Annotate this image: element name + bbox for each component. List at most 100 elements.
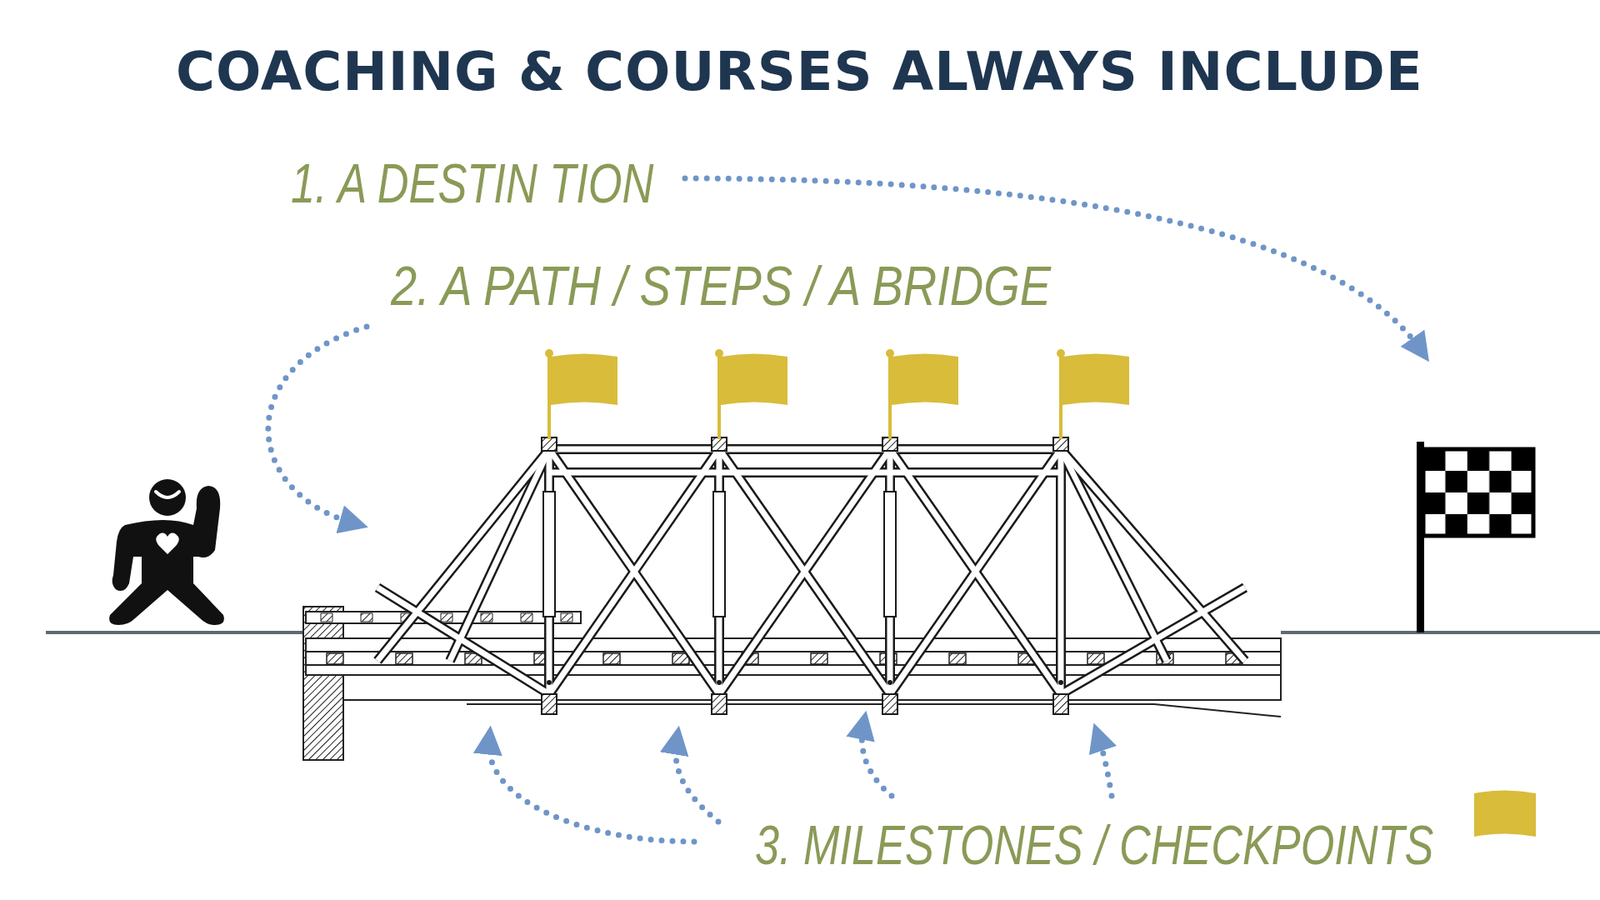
truss-bridge [549,470,1061,476]
truss-bridge [711,437,727,451]
dotted-leader-arrow [675,740,719,822]
step-label: 1. A DESTIN TION [290,151,654,215]
ground-line [45,632,1600,634]
truss-bridge [550,354,618,406]
truss-bridge [547,353,551,440]
truss-bridge [1053,694,1069,715]
truss-bridge [1060,587,1245,695]
truss-bridge [713,491,725,617]
truss-bridge [1087,653,1105,665]
truss-bridge [891,354,959,406]
truss-bridge [360,613,373,622]
truss-bridge [890,449,1061,695]
truss-bridge [1053,437,1069,451]
ground-line [45,630,306,635]
truss-bridge [377,587,550,695]
dotted-leader-arrow [268,326,367,524]
truss-bridge [890,449,1061,695]
truss-bridge [603,653,620,665]
truss-bridge [719,449,890,695]
truss-bridge [716,680,722,685]
truss-bridge [884,491,896,617]
truss-bridge [440,613,453,622]
truss-bridge [549,467,1061,478]
truss-bridge [543,491,555,617]
truss-bridge [549,449,720,695]
truss-bridge [549,444,1061,455]
truss-bridge [1059,353,1063,440]
truss-bridge [1058,444,1065,703]
truss-bridge [1060,449,1245,661]
truss-bridge [1060,587,1245,695]
truss-bridge [719,449,890,695]
truss-bridge [549,446,1061,453]
truss-bridge [885,444,895,703]
truss-bridge [882,437,898,451]
dotted-leader-arrow [268,178,1421,842]
truss-bridge [949,653,966,665]
truss-bridge [303,606,344,760]
step-label: 3. MILESTONES / CHECKPOINTS [755,813,1434,877]
person-icon [109,479,225,625]
truss-bridge [546,680,552,685]
truss-bridge [885,349,895,358]
truss-bridge [560,613,573,622]
truss-bridge [377,449,550,661]
finish-flag [1416,441,1534,633]
truss-bridge [711,694,727,715]
truss-bridge [541,437,557,451]
truss-bridge [303,349,1281,760]
truss-bridge [377,449,550,661]
truss-bridge [1060,449,1167,661]
person-icon [155,533,180,555]
truss-bridge [887,680,893,685]
truss-bridge [715,349,724,358]
finish-flag [1423,449,1534,536]
title: COACHING & COURSES ALWAYS INCLUDE [175,40,1424,103]
dotted-leader-arrow [489,740,695,842]
truss-bridge [882,694,898,715]
truss-bridge [320,613,333,622]
truss-bridge [720,354,788,406]
truss-bridge [719,449,890,695]
truss-bridge [1062,354,1130,406]
truss-bridge [377,587,550,695]
truss-bridge [395,653,413,665]
truss-bridge [545,349,1130,440]
truss-bridge [810,653,828,665]
person-icon [149,479,186,516]
dotted-leader-arrow [861,725,892,796]
truss-bridge [466,704,1281,717]
truss-bridge [549,449,720,695]
truss-bridge [305,664,1281,666]
truss-bridge [480,613,493,622]
truss-bridge [549,449,720,695]
truss-bridge [1056,349,1065,358]
truss-bridge [377,437,1245,715]
truss-bridge [719,449,890,695]
truss-bridge [541,694,557,715]
person-icon [155,491,180,498]
person-icon [109,485,225,625]
truss-bridge [343,675,1281,700]
truss-bridge [890,449,1061,695]
truss-bridge [450,449,550,661]
truss-bridge [544,444,555,703]
truss-bridge [714,444,725,703]
step-label: 2. A PATH / STEPS / A BRIDGE [390,254,1051,318]
truss-bridge [890,449,1061,695]
truss-bridge [1060,449,1245,661]
truss-bridge [545,349,554,358]
truss-bridge [326,653,344,665]
truss-bridge [1058,680,1064,685]
truss-bridge [520,613,533,622]
truss-bridge [888,353,892,440]
truss-bridge [1055,444,1066,703]
truss-bridge [305,611,581,624]
truss-bridge [717,353,721,440]
ground-line [1280,630,1600,635]
dotted-leader-arrow [1098,736,1112,796]
truss-bridge [549,449,720,695]
milestone-flag-icon [1474,790,1536,838]
